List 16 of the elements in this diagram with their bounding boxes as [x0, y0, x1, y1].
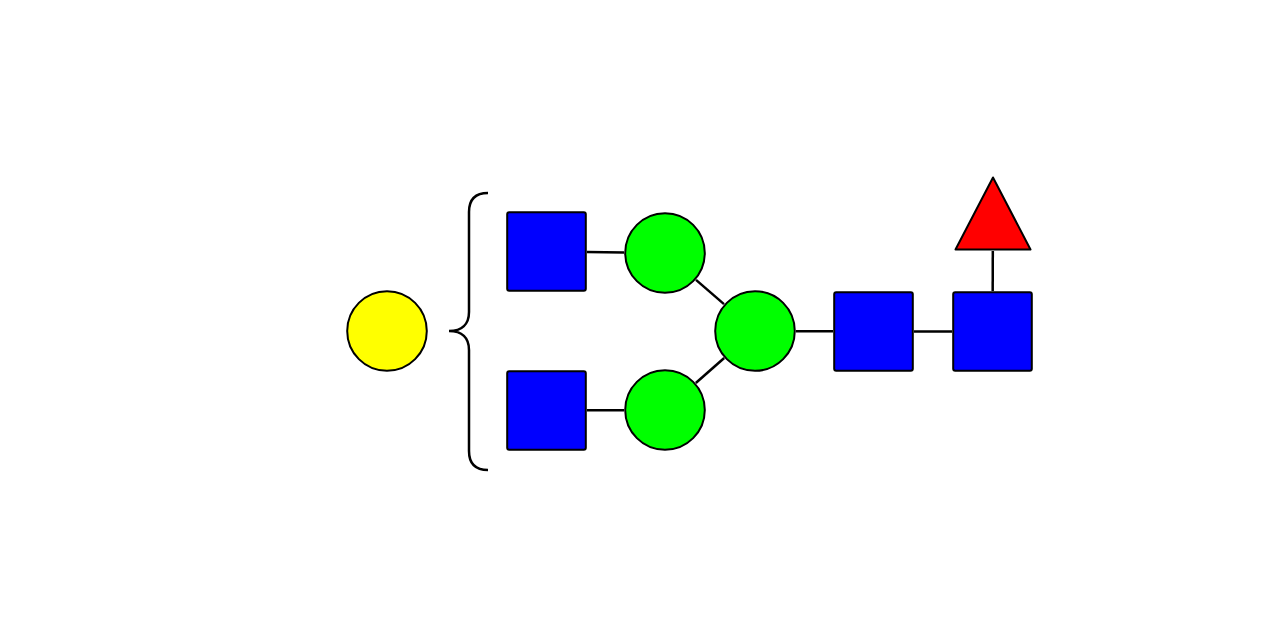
- square-node: [952, 291, 1033, 372]
- circle-node: [714, 290, 796, 372]
- circle-node: [624, 212, 706, 294]
- connector-line: [914, 330, 952, 333]
- connector-line: [587, 408, 624, 412]
- square-node: [506, 211, 587, 292]
- circle-node: [346, 290, 428, 372]
- triangle-node: [954, 176, 1032, 251]
- connector-line: [694, 357, 726, 384]
- connector-line: [587, 250, 624, 254]
- connector-line: [991, 251, 995, 291]
- connector-line: [695, 278, 725, 306]
- square-node: [833, 291, 914, 372]
- connector-line: [796, 329, 833, 333]
- square-node: [506, 370, 587, 451]
- circle-node: [624, 369, 706, 451]
